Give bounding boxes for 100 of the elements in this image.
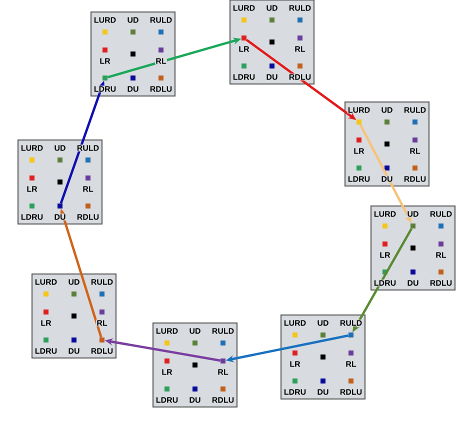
cell-label: RULD: [288, 4, 312, 12]
color-marker: [270, 18, 274, 22]
cell-label: RDLU: [403, 176, 427, 182]
color-marker: [410, 224, 416, 228]
color-marker: [348, 332, 354, 338]
color-marker: [72, 314, 76, 318]
color-marker: [412, 138, 418, 142]
cell-label: RDLU: [339, 388, 363, 396]
cell-label: RL: [294, 46, 306, 52]
color-marker: [348, 378, 354, 384]
cell-label: LR: [99, 58, 111, 64]
color-marker: [102, 48, 108, 52]
cell-label: DU: [406, 280, 420, 286]
cell-label: UD: [126, 16, 140, 24]
color-marker: [192, 386, 198, 392]
color-marker: [130, 30, 136, 34]
color-marker: [356, 138, 362, 142]
cell-label: DU: [188, 396, 202, 404]
cell-label: LURD: [283, 320, 307, 326]
color-marker: [86, 176, 90, 180]
cell-label: LDRU: [20, 214, 44, 220]
color-marker: [58, 204, 62, 208]
cell-label: LR: [353, 148, 365, 154]
cell-label: UD: [54, 144, 66, 152]
color-marker: [320, 378, 326, 384]
cell-label: LURD: [373, 210, 397, 218]
color-marker: [320, 332, 326, 338]
color-marker: [270, 64, 274, 68]
color-marker: [220, 358, 226, 364]
cell-label: RL: [435, 252, 447, 258]
color-marker: [44, 292, 48, 296]
cell-label: RULD: [90, 278, 114, 286]
cell-label: UD: [380, 106, 394, 114]
color-marker: [382, 270, 388, 274]
cell-label: LR: [161, 368, 173, 376]
color-marker: [242, 36, 246, 40]
cell-label: RDLU: [211, 396, 235, 404]
color-marker: [242, 18, 246, 22]
color-marker: [130, 52, 136, 56]
color-marker: [72, 292, 76, 296]
color-marker: [158, 76, 164, 80]
cell-label: LR: [379, 252, 391, 258]
color-marker: [30, 176, 34, 180]
color-marker: [384, 142, 390, 146]
color-marker: [242, 64, 246, 68]
color-marker: [158, 30, 164, 34]
cell-label: LDRU: [93, 86, 117, 92]
color-marker: [292, 332, 298, 338]
cell-label: RULD: [211, 328, 235, 334]
color-marker: [410, 246, 416, 250]
cell-label: RL: [345, 360, 357, 368]
color-marker: [384, 120, 390, 124]
cell-label: DU: [380, 176, 394, 182]
color-marker: [382, 242, 388, 246]
cell-label: RULD: [76, 144, 100, 152]
color-marker: [58, 158, 62, 162]
cell-label: RULD: [339, 320, 363, 326]
color-marker: [298, 18, 302, 22]
cell-label: LDRU: [34, 348, 58, 354]
color-marker: [298, 64, 302, 68]
cell-label: UD: [68, 278, 80, 286]
color-marker: [30, 158, 34, 162]
color-marker: [72, 338, 76, 342]
cell-label: LR: [238, 46, 250, 52]
color-marker: [220, 340, 226, 346]
color-marker: [220, 386, 226, 392]
color-marker: [412, 166, 418, 170]
cell-label: RULD: [149, 16, 173, 24]
color-marker: [320, 354, 326, 360]
cell-label: LDRU: [373, 280, 397, 286]
cell-label: DU: [68, 348, 80, 354]
cell-label: LDRU: [232, 74, 256, 80]
cell-label: LDRU: [347, 176, 371, 182]
cell-label: RL: [217, 368, 229, 376]
color-marker: [164, 358, 170, 364]
color-marker: [412, 120, 418, 124]
cell-label: RDLU: [149, 86, 173, 92]
cell-label: LDRU: [283, 388, 307, 396]
color-marker: [292, 350, 298, 356]
color-marker: [192, 340, 198, 346]
cell-label: LURD: [93, 16, 117, 24]
cell-label: LURD: [34, 278, 58, 286]
color-marker: [382, 224, 388, 228]
color-marker: [384, 166, 390, 170]
color-marker: [164, 340, 170, 346]
color-marker: [356, 120, 362, 124]
color-marker: [102, 76, 108, 80]
color-marker: [102, 30, 108, 34]
color-marker: [44, 310, 48, 314]
cell-label: UD: [406, 210, 420, 218]
color-marker: [100, 310, 104, 314]
color-marker: [130, 76, 136, 80]
color-marker: [438, 224, 444, 228]
cell-label: LURD: [347, 106, 371, 114]
cell-label: RL: [82, 186, 94, 192]
cell-label: LR: [26, 186, 38, 192]
cell-label: RL: [155, 58, 167, 64]
cell-label: DU: [266, 74, 278, 80]
cell-label: RL: [409, 148, 421, 154]
color-marker: [86, 158, 90, 162]
